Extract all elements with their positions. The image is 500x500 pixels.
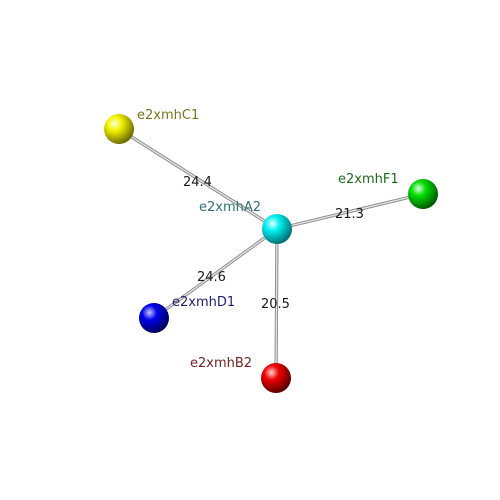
node-F1-sphere[interactable]: [408, 179, 438, 209]
edge-A2-F1: [275, 192, 425, 231]
node-D1-sphere[interactable]: [139, 303, 169, 333]
edge-distance-label: 21.3: [335, 207, 364, 222]
node-A2-label: e2xmhA2: [199, 200, 261, 215]
node-F1-label: e2xmhF1: [338, 172, 399, 187]
edge-distance-label: 20.5: [261, 297, 290, 312]
node-C1-label: e2xmhC1: [137, 108, 199, 123]
node-D1-label: e2xmhD1: [172, 295, 235, 310]
node-B2-sphere[interactable]: [261, 363, 291, 393]
edge-A2-B2: [274, 227, 279, 380]
node-B2-label: e2xmhB2: [190, 356, 252, 371]
edge-A2-C1: [117, 127, 279, 231]
edge-A2-D1: [152, 227, 279, 320]
edge-distance-label: 24.6: [197, 270, 226, 285]
node-A2-sphere[interactable]: [262, 214, 292, 244]
node-C1-sphere[interactable]: [104, 114, 134, 144]
edge-distance-label: 24.4: [183, 175, 212, 190]
